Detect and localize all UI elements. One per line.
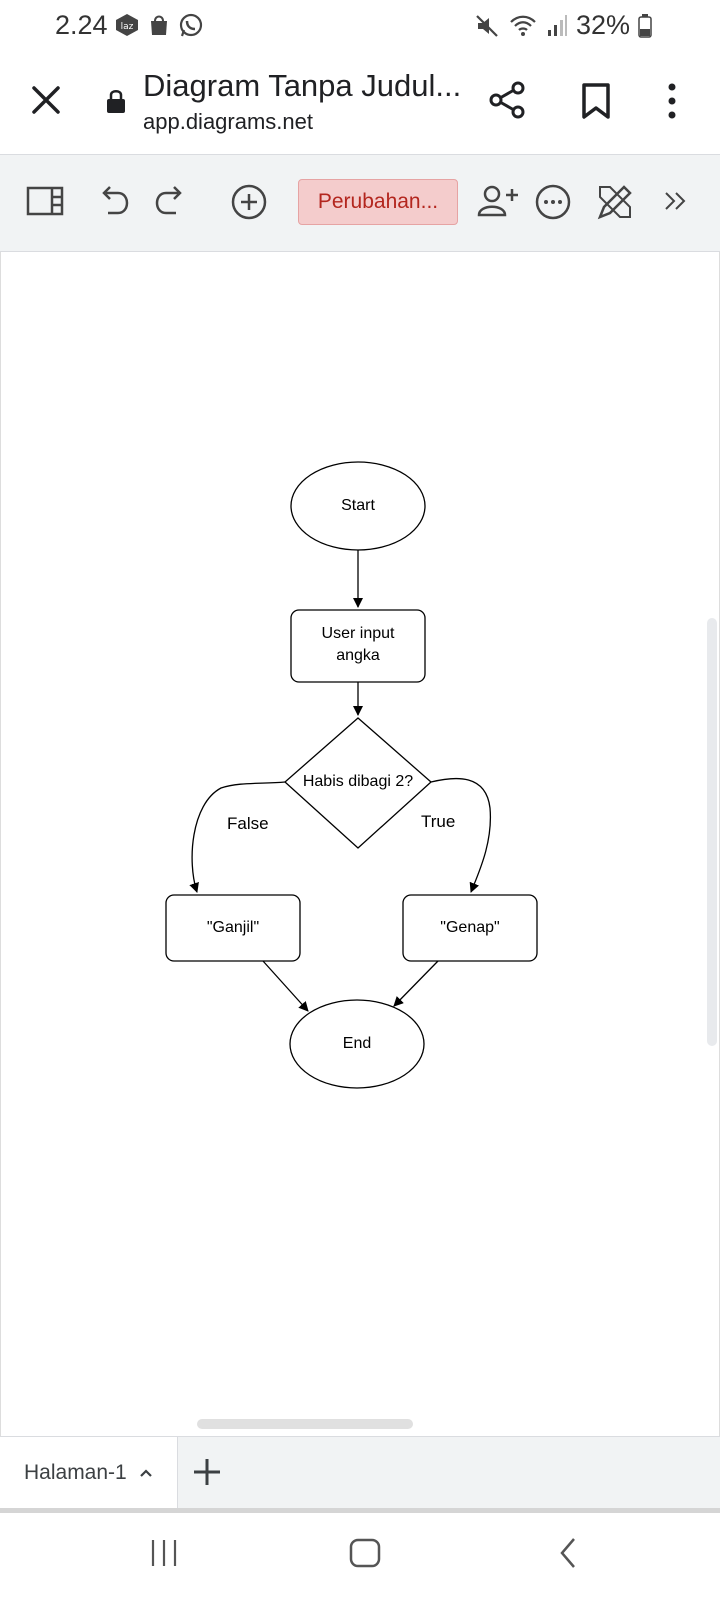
even-label: "Genap"	[440, 919, 500, 936]
decision-node[interactable]	[284, 717, 432, 849]
odd-label: "Ganjil"	[206, 919, 260, 936]
add-page-icon[interactable]	[190, 1455, 224, 1489]
back-icon[interactable]	[556, 1535, 580, 1571]
svg-text:laz: laz	[121, 22, 134, 32]
more-options-icon[interactable]	[534, 183, 572, 221]
divider	[0, 1508, 720, 1513]
whatsapp-icon	[179, 13, 203, 37]
recent-apps-icon[interactable]	[148, 1535, 180, 1571]
lock-icon	[107, 90, 125, 113]
battery-icon	[638, 13, 652, 38]
tab-halaman-1[interactable]: Halaman-1	[0, 1437, 178, 1509]
status-bar: 2.24 laz	[0, 0, 720, 52]
expand-toolbar-icon[interactable]	[662, 183, 690, 219]
signal-icon	[547, 14, 567, 36]
chevron-up-icon[interactable]	[139, 1468, 153, 1478]
notification-icons: laz	[114, 12, 204, 38]
browser-bar: Diagram Tanpa Judul... app.diagrams.net	[0, 52, 720, 154]
lazada-icon: laz	[116, 14, 138, 36]
more-vert-icon[interactable]	[664, 82, 680, 120]
page-tab-label: Halaman-1	[24, 1461, 127, 1484]
page-tabs-bar: Halaman-1	[0, 1436, 720, 1509]
vertical-scrollbar[interactable]	[707, 618, 717, 1046]
mute-icon	[476, 14, 498, 37]
home-icon[interactable]	[348, 1535, 382, 1571]
status-time: 2.24	[55, 10, 108, 40]
edit-style-icon[interactable]	[596, 183, 636, 221]
start-label: Start	[341, 497, 375, 514]
edge-false[interactable]	[189, 781, 286, 893]
close-icon[interactable]	[28, 82, 64, 118]
odd-node[interactable]	[165, 894, 301, 962]
insert-icon[interactable]	[230, 183, 268, 221]
end-label: End	[342, 1035, 372, 1052]
format-panel-icon[interactable]	[26, 183, 66, 219]
flowchart	[165, 461, 538, 1089]
true-edge-label: True	[421, 812, 456, 831]
edge-odd-end[interactable]	[262, 960, 309, 1012]
add-person-icon[interactable]	[476, 183, 520, 219]
status-right: 32%	[474, 10, 652, 41]
edge-true[interactable]	[430, 777, 492, 893]
false-edge-label: False	[227, 814, 269, 833]
even-node[interactable]	[402, 894, 538, 962]
wifi-icon	[510, 15, 536, 36]
diagram-toolbar: Perubahan...	[0, 154, 720, 252]
page-title: Diagram Tanpa Judul...	[143, 68, 462, 103]
end-node[interactable]	[289, 999, 425, 1089]
redo-icon[interactable]	[152, 183, 188, 219]
bookmark-icon[interactable]	[580, 82, 612, 120]
unsaved-changes-label: Perubahan...	[317, 190, 439, 213]
undo-icon[interactable]	[96, 183, 132, 219]
shopping-bag-icon	[151, 15, 167, 35]
horizontal-scrollbar[interactable]	[197, 1419, 413, 1429]
unsaved-changes-button[interactable]: Perubahan...	[298, 179, 458, 225]
decision-label: Habis dibagi 2?	[302, 773, 414, 790]
input-label: User input angka	[321, 625, 395, 664]
page-url: app.diagrams.net	[143, 109, 313, 134]
diagram-canvas[interactable]: Start User input angka Habis dibagi 2? "…	[0, 252, 720, 1436]
share-icon[interactable]	[488, 80, 528, 120]
edge-even-end[interactable]	[393, 960, 439, 1007]
battery-percentage: 32%	[575, 10, 630, 40]
system-nav-bar	[0, 1513, 720, 1600]
